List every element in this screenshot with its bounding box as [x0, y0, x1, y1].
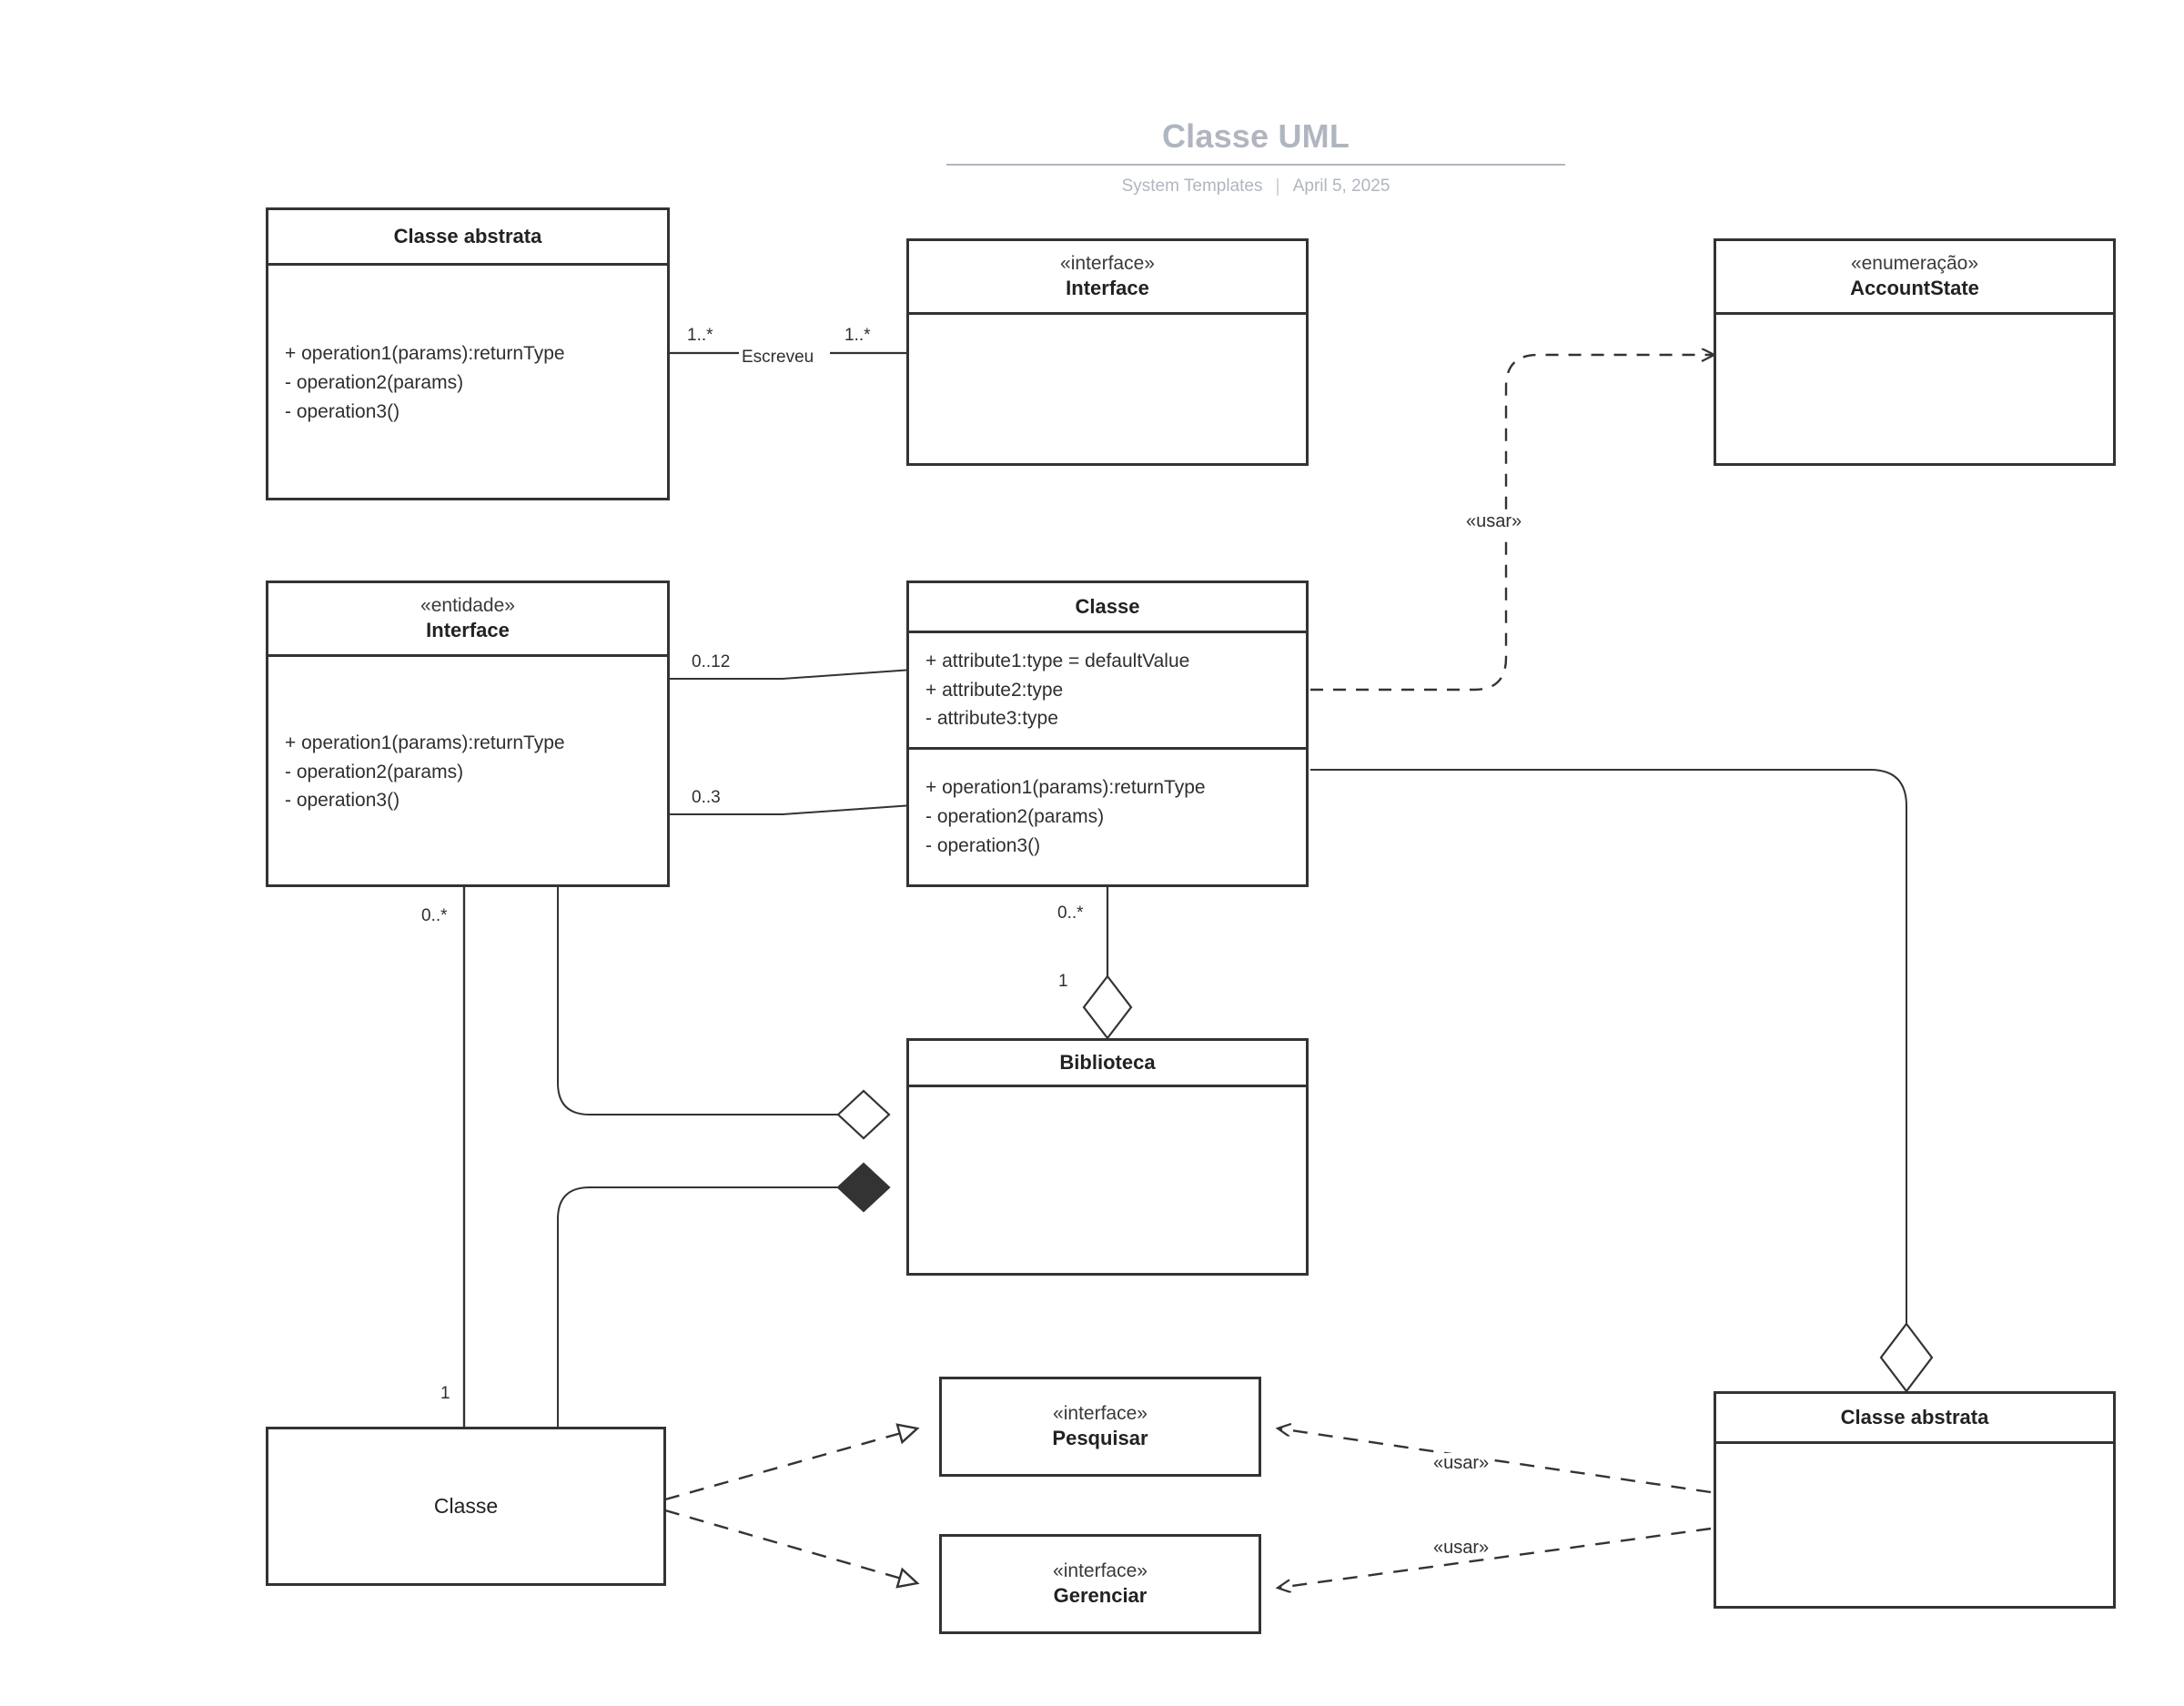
class-node-abstract-top-left[interactable]: Classe abstrata + operation1(params):ret…	[266, 207, 670, 500]
class-node-interface-pesquisar[interactable]: «interface» Pesquisar	[939, 1377, 1261, 1477]
class-name-compartment: «enumeração» AccountState	[1716, 241, 2113, 312]
multiplicity-label-entity-bottom-2: 1	[438, 1384, 453, 1404]
class-body-compartment	[1716, 1441, 2113, 1606]
class-name: Gerenciar	[1053, 1583, 1148, 1607]
class-stereotype: «enumeração»	[1850, 252, 1979, 274]
subtitle-separator: |	[1275, 176, 1280, 197]
class-name: Interface	[1066, 276, 1149, 299]
stereotype-label-usar-enumeration: «usar»	[1463, 511, 1525, 532]
class-name: Pesquisar	[1052, 1426, 1148, 1449]
class-node-enumeration-accountstate[interactable]: «enumeração» AccountState	[1714, 238, 2116, 466]
class-name: Biblioteca	[1059, 1050, 1156, 1074]
multiplicity-label-entity-bottom: 0..*	[419, 906, 450, 926]
class-name-compartment: Classe abstrata	[268, 210, 667, 263]
class-name-compartment: Biblioteca	[909, 1041, 1306, 1085]
operation-line: + operation1(params):returnType	[925, 777, 1206, 799]
class-stereotype: «entidade»	[420, 594, 515, 616]
class-name: Classe	[1075, 594, 1140, 618]
document-header: Classe UML System Templates | April 5, 2…	[946, 118, 1565, 197]
operation-line: - operation3()	[285, 400, 400, 422]
document-subtitle: System Templates | April 5, 2025	[946, 177, 1565, 197]
class-name: AccountState	[1850, 276, 1979, 299]
multiplicity-label-escreveu-left: 1..*	[684, 326, 716, 346]
multiplicity-label-escreveu-right: 1..*	[842, 326, 874, 346]
operation-line: - operation2(params)	[285, 761, 464, 782]
stereotype-label-usar-pesquisar: «usar»	[1431, 1453, 1492, 1474]
class-node-interface-top[interactable]: «interface» Interface	[906, 238, 1309, 466]
page-title: Classe UML	[1161, 117, 1350, 155]
operation-line: - operation3()	[285, 790, 400, 812]
multiplicity-label-entity-class-a: 0..12	[689, 652, 733, 672]
class-stereotype: «interface»	[1053, 1560, 1148, 1581]
class-name-compartment: Classe abstrata	[1716, 1394, 2113, 1441]
class-node-abstract-bottom-right[interactable]: Classe abstrata	[1714, 1391, 2116, 1609]
document-author: System Templates	[1121, 177, 1263, 197]
multiplicity-label-entity-class-b: 0..3	[689, 788, 723, 808]
class-node-classe-bottom-left[interactable]: Classe	[266, 1427, 666, 1586]
operation-line: - operation2(params)	[285, 372, 464, 394]
attribute-line: - attribute3:type	[925, 708, 1058, 730]
multiplicity-label-biblioteca: 1	[1056, 972, 1071, 992]
class-name: Interface	[426, 618, 510, 641]
operation-line: - operation3()	[925, 834, 1041, 856]
operation-line: + operation1(params):returnType	[285, 732, 565, 753]
title-divider	[946, 163, 1565, 166]
class-name: Classe abstrata	[393, 224, 542, 247]
class-node-classe-center[interactable]: Classe + attribute1:type = defaultValue …	[906, 580, 1309, 887]
stereotype-label-usar-gerenciar: «usar»	[1431, 1538, 1492, 1559]
class-name-compartment: «entidade» Interface	[268, 583, 667, 654]
operation-line: + operation1(params):returnType	[285, 343, 565, 365]
class-operations-compartment: + operation1(params):returnType - operat…	[268, 654, 667, 887]
class-name: Classe	[433, 1493, 499, 1518]
class-body-compartment	[909, 312, 1306, 466]
attribute-line: + attribute2:type	[925, 679, 1064, 701]
class-node-entity-interface[interactable]: «entidade» Interface + operation1(params…	[266, 580, 670, 887]
class-stereotype: «interface»	[1060, 252, 1155, 274]
class-operations-compartment: + operation1(params):returnType - operat…	[268, 263, 667, 500]
class-name-compartment: «interface» Interface	[909, 241, 1306, 312]
class-body-compartment	[1716, 312, 2113, 466]
class-attributes-compartment: + attribute1:type = defaultValue + attri…	[909, 631, 1306, 747]
class-body-compartment	[909, 1085, 1306, 1273]
class-stereotype: «interface»	[1053, 1402, 1148, 1424]
class-node-biblioteca[interactable]: Biblioteca	[906, 1038, 1309, 1276]
association-name-escreveu: Escreveu	[739, 348, 817, 368]
class-node-interface-gerenciar[interactable]: «interface» Gerenciar	[939, 1534, 1261, 1634]
attribute-line: + attribute1:type = defaultValue	[925, 650, 1190, 671]
operation-line: - operation2(params)	[925, 806, 1105, 828]
class-operations-compartment: + operation1(params):returnType - operat…	[909, 747, 1306, 884]
multiplicity-label-classe-biblioteca: 0..*	[1055, 903, 1087, 924]
document-date: April 5, 2025	[1292, 177, 1390, 197]
class-name-compartment: Classe	[909, 583, 1306, 631]
class-name: Classe abstrata	[1840, 1405, 1989, 1428]
